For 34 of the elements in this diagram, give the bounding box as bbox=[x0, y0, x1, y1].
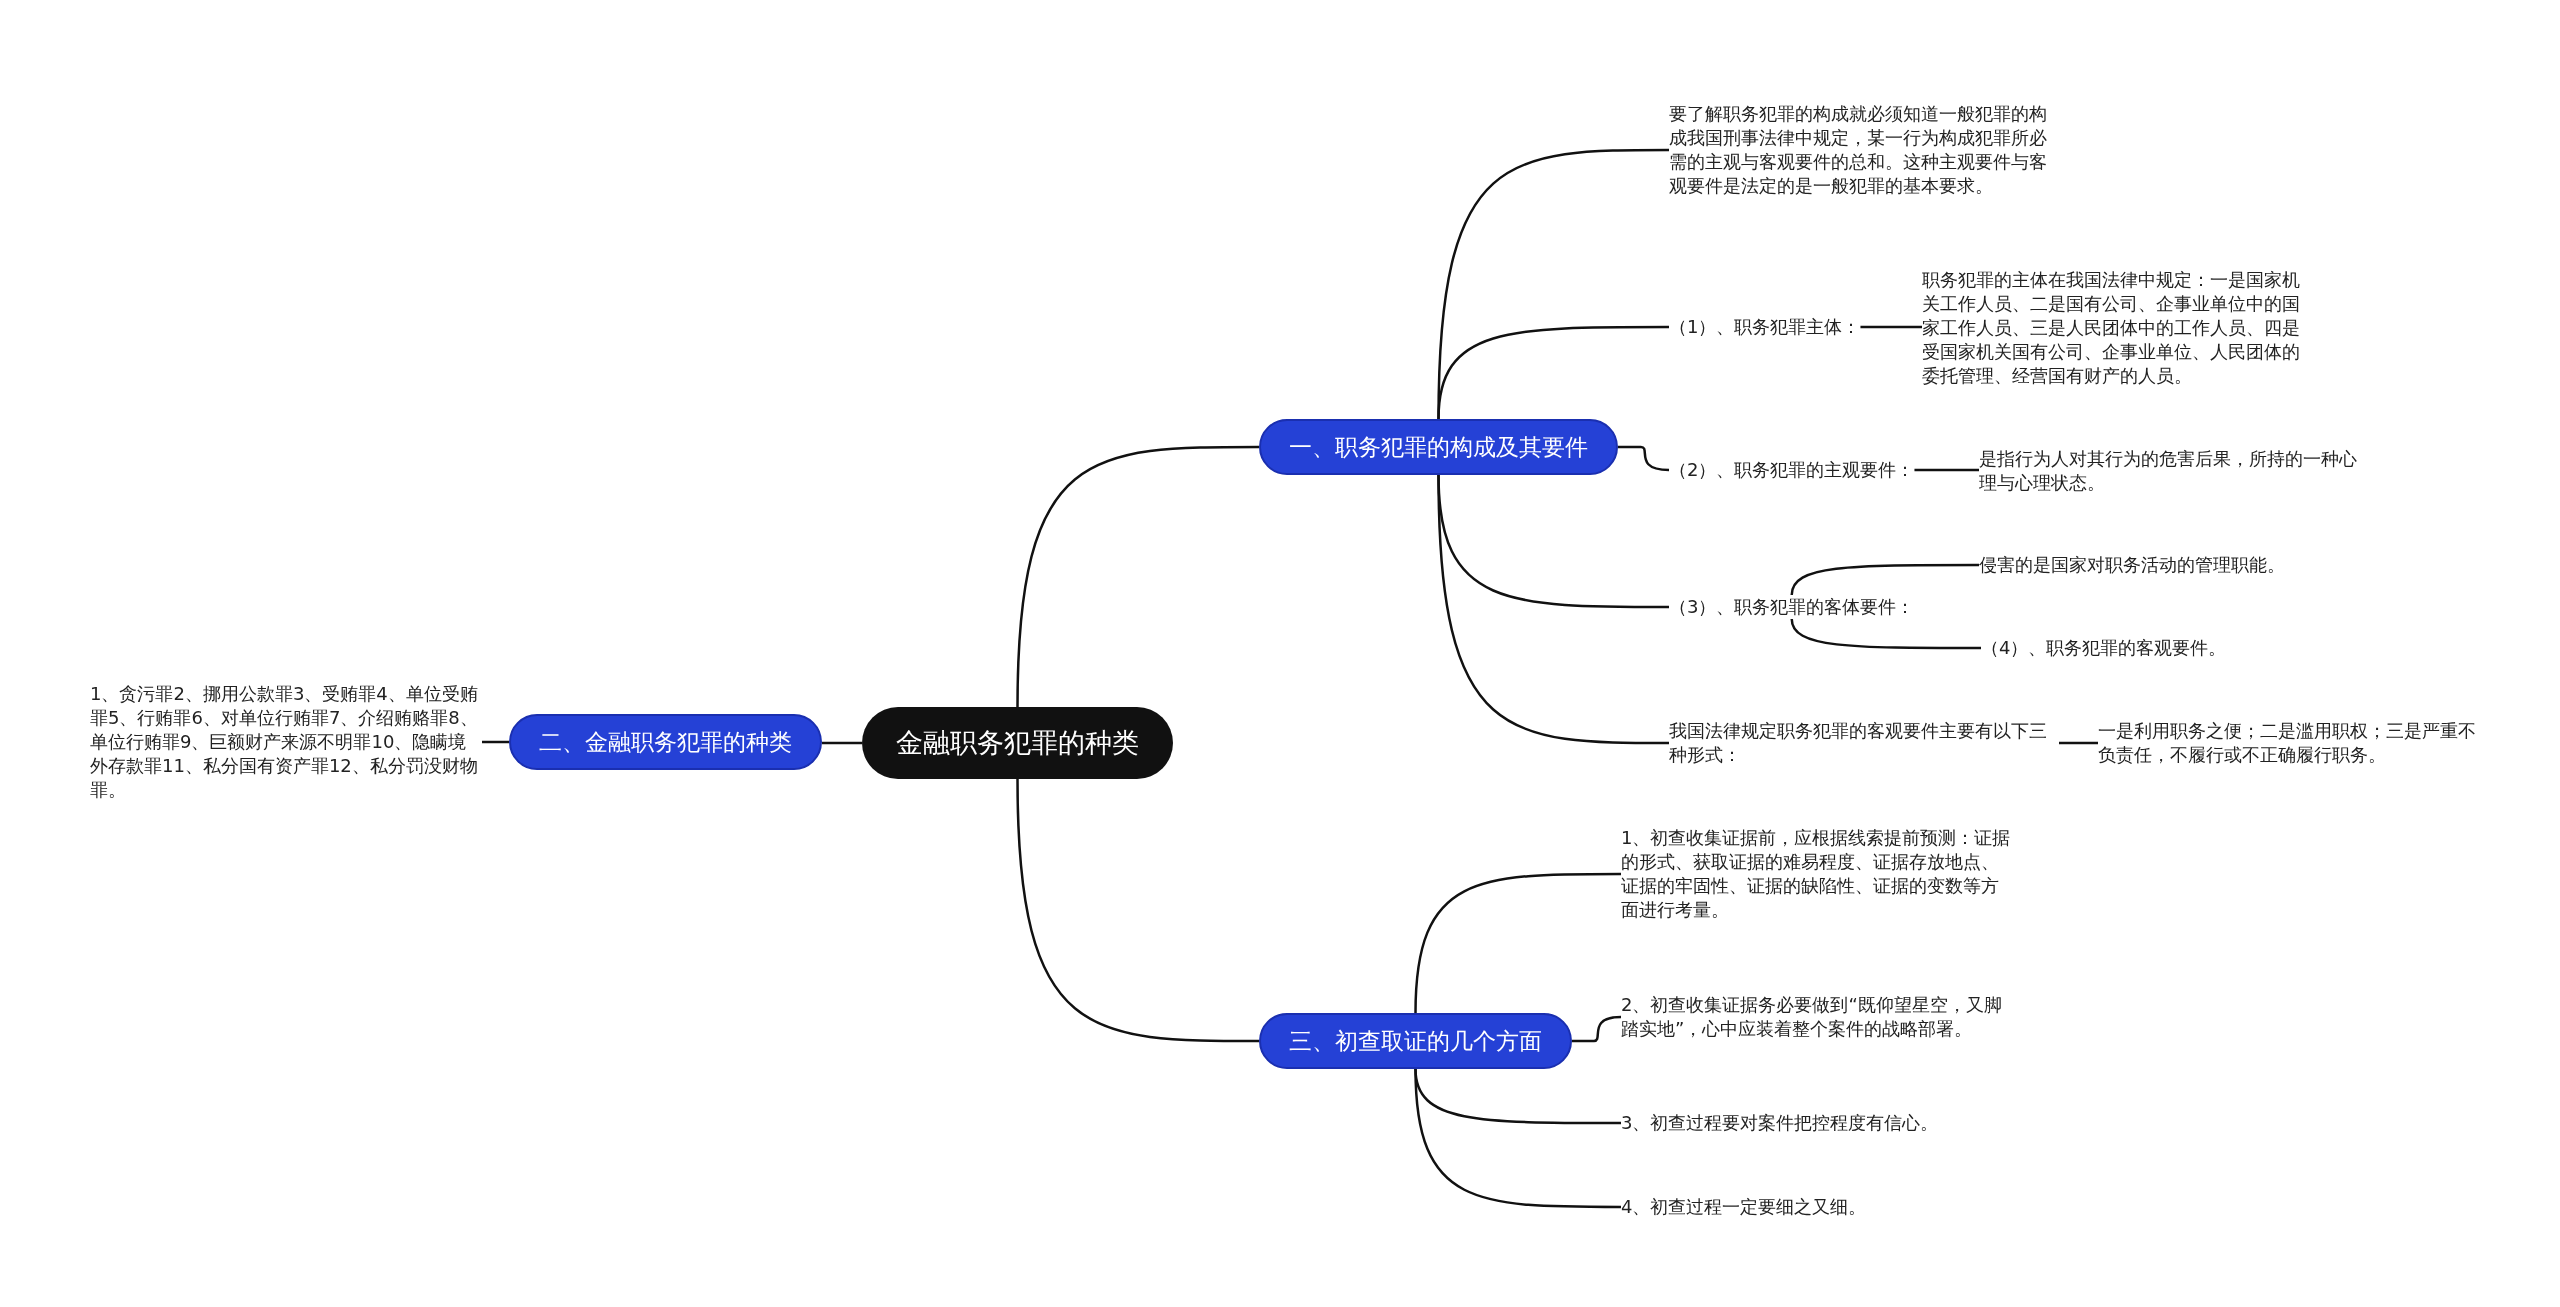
topic-text: 侵害的是国家对职务活动的管理职能。 bbox=[1979, 553, 2285, 577]
connector-line bbox=[482, 740, 509, 744]
connector-line bbox=[1437, 474, 1669, 745]
connector-line bbox=[1414, 872, 1621, 1014]
topic-text: 职务犯罪的主体在我国法律中规定：一是国家机关工作人员、二是国有公司、企事业单位中的国家工作人员、三是人民团体中的工作人员、四是受国家机关国有公司、企事业单位、人民团体的委托管理、经营国有财产的人员。 bbox=[1922, 268, 2312, 388]
topic-text: （4）、职务犯罪的客观要件。 bbox=[1981, 636, 2227, 660]
topic-text: （2）、职务犯罪的主观要件： bbox=[1669, 458, 1915, 482]
connector-line bbox=[1016, 445, 1259, 708]
topic-pill: 二、金融职务犯罪的种类 bbox=[509, 714, 822, 770]
connector-line bbox=[1437, 325, 1669, 420]
topic-pill: 一、职务犯罪的构成及其要件 bbox=[1259, 419, 1618, 475]
connector-line bbox=[2059, 741, 2098, 745]
connector-line bbox=[1016, 778, 1259, 1043]
topic-text: 我国法律规定职务犯罪的客观要件主要有以下三种形式： bbox=[1669, 719, 2059, 767]
topic-text: （1）、职务犯罪主体： bbox=[1669, 315, 1861, 339]
topic-text: 2、初查收集证据务必要做到“既仰望星空，又脚踏实地”，心中应装着整个案件的战略部署。 bbox=[1621, 993, 2011, 1041]
topic-text: （3）、职务犯罪的客体要件： bbox=[1669, 595, 1915, 619]
connector-line bbox=[822, 741, 862, 745]
connector-line bbox=[1414, 1068, 1621, 1209]
connector-line bbox=[1572, 1015, 1622, 1043]
connector-line bbox=[1914, 468, 1979, 472]
topic-pill: 三、初查取证的几个方面 bbox=[1259, 1013, 1572, 1069]
topic-text: 4、初查过程一定要细之又细。 bbox=[1621, 1195, 1867, 1219]
topic-text: 是指行为人对其行为的危害后果，所持的一种心理与心理状态。 bbox=[1979, 447, 2369, 495]
topic-text: 3、初查过程要对案件把控程度有信心。 bbox=[1621, 1111, 1939, 1135]
central-topic: 金融职务犯罪的种类 bbox=[862, 707, 1173, 779]
topic-text: 1、初查收集证据前，应根据线索提前预测：证据的形式、获取证据的难易程度、证据存放地点、证据的牢固性、证据的缺陷性、证据的变数等方面进行考量。 bbox=[1621, 826, 2011, 922]
connector-line bbox=[1618, 445, 1670, 472]
topic-text: 一是利用职务之便；二是滥用职权；三是严重不负责任，不履行或不正确履行职务。 bbox=[2098, 719, 2488, 767]
connector-line bbox=[1790, 563, 1979, 596]
topic-text: 要了解职务犯罪的构成就必须知道一般犯罪的构成我国刑事法律中规定，某一行为构成犯罪所必需的主观与客观要件的总和。这种主观要件与客观要件是法定的是一般犯罪的基本要求。 bbox=[1669, 102, 2059, 198]
connector-line bbox=[1860, 325, 1922, 329]
connector-line bbox=[1790, 618, 1981, 650]
topic-text: 1、贪污罪2、挪用公款罪3、受贿罪4、单位受贿罪5、行贿罪6、对单位行贿罪7、介绍贿赂罪8、单位行贿罪9、巨额财产来源不明罪10、隐瞒境外存款罪11、私分国有资产罪12、私分罚没财物罪。 bbox=[90, 682, 482, 802]
